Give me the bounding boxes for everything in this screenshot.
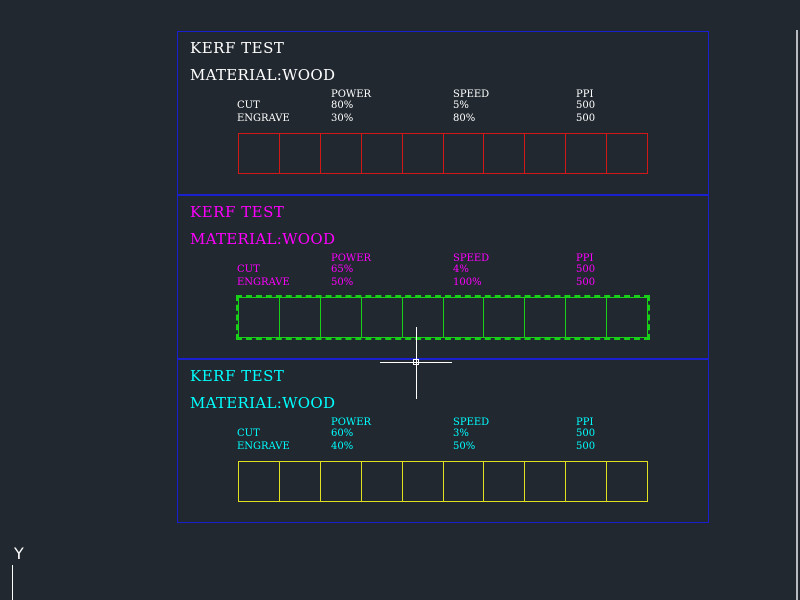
grid-cell	[403, 134, 444, 173]
grid-cell	[280, 298, 321, 337]
grid-cell	[484, 462, 526, 501]
cut-label[interactable]: CUT	[237, 100, 260, 111]
grid-cell	[362, 134, 403, 173]
ppi-header[interactable]: PPI	[576, 253, 594, 264]
kerf-test-panel-2[interactable]: KERF TEST MATERIAL:WOOD POWER SPEED PPI …	[177, 195, 709, 359]
grid-cell	[607, 462, 647, 501]
cut-label[interactable]: CUT	[237, 264, 260, 275]
cut-ppi[interactable]: 500	[576, 100, 596, 111]
ppi-header[interactable]: PPI	[576, 89, 594, 100]
speed-header[interactable]: SPEED	[453, 417, 490, 428]
speed-header[interactable]: SPEED	[453, 89, 490, 100]
grid-cell	[484, 134, 526, 173]
panel-title[interactable]: KERF TEST	[190, 367, 285, 385]
grid-cell	[280, 462, 321, 501]
grid-cell	[362, 462, 403, 501]
engrave-label[interactable]: ENGRAVE	[237, 277, 290, 288]
cut-power[interactable]: 60%	[331, 428, 354, 439]
cut-power[interactable]: 80%	[331, 100, 354, 111]
grid-cell	[444, 134, 485, 173]
cut-label[interactable]: CUT	[237, 428, 260, 439]
grid-cell	[239, 462, 280, 501]
kerf-grid[interactable]	[238, 461, 648, 502]
engrave-power[interactable]: 50%	[331, 277, 354, 288]
grid-cell	[362, 298, 403, 337]
grid-cell	[403, 298, 444, 337]
grid-cell	[280, 134, 321, 173]
grid-cell	[321, 134, 362, 173]
engrave-speed[interactable]: 50%	[453, 441, 476, 452]
engrave-ppi[interactable]: 500	[576, 113, 596, 124]
cut-power[interactable]: 65%	[331, 264, 354, 275]
ucs-y-axis-label: Y	[14, 544, 24, 563]
grid-cell	[607, 298, 647, 337]
panel-title[interactable]: KERF TEST	[190, 203, 285, 221]
ucs-icon	[12, 565, 13, 600]
grid-cell	[403, 462, 444, 501]
material-label[interactable]: MATERIAL:WOOD	[190, 394, 336, 412]
grid-cell	[566, 134, 608, 173]
kerf-grid-selected[interactable]	[236, 295, 650, 340]
engrave-label[interactable]: ENGRAVE	[237, 441, 290, 452]
crosshair-pickbox	[413, 359, 419, 365]
engrave-power[interactable]: 40%	[331, 441, 354, 452]
material-label[interactable]: MATERIAL:WOOD	[190, 230, 336, 248]
grid-cell	[444, 462, 485, 501]
grid-cell	[321, 298, 362, 337]
grid-cell	[525, 462, 567, 501]
crosshair-cursor-vertical	[416, 327, 417, 399]
grid-cell	[239, 134, 280, 173]
engrave-ppi[interactable]: 500	[576, 277, 596, 288]
panel-title[interactable]: KERF TEST	[190, 39, 285, 57]
cut-speed[interactable]: 5%	[453, 100, 469, 111]
kerf-test-panel-1[interactable]: KERF TEST MATERIAL:WOOD POWER SPEED PPI …	[177, 31, 709, 195]
power-header[interactable]: POWER	[331, 417, 372, 428]
power-header[interactable]: POWER	[331, 253, 372, 264]
grid-cell	[566, 298, 608, 337]
grid-cell	[525, 134, 567, 173]
grid-cell	[484, 298, 526, 337]
material-label[interactable]: MATERIAL:WOOD	[190, 66, 336, 84]
kerf-grid[interactable]	[238, 133, 648, 174]
cut-ppi[interactable]: 500	[576, 428, 596, 439]
grid-cell	[239, 298, 280, 337]
drawing-edge-line[interactable]	[796, 30, 798, 600]
grid-cell	[444, 298, 485, 337]
cut-speed[interactable]: 4%	[453, 264, 469, 275]
engrave-label[interactable]: ENGRAVE	[237, 113, 290, 124]
grid-cell	[566, 462, 608, 501]
power-header[interactable]: POWER	[331, 89, 372, 100]
engrave-speed[interactable]: 100%	[453, 277, 482, 288]
kerf-test-panel-3[interactable]: KERF TEST MATERIAL:WOOD POWER SPEED PPI …	[177, 359, 709, 523]
cut-speed[interactable]: 3%	[453, 428, 469, 439]
grid-cell	[525, 298, 567, 337]
ppi-header[interactable]: PPI	[576, 417, 594, 428]
engrave-speed[interactable]: 80%	[453, 113, 476, 124]
speed-header[interactable]: SPEED	[453, 253, 490, 264]
grid-cell	[607, 134, 647, 173]
engrave-power[interactable]: 30%	[331, 113, 354, 124]
cut-ppi[interactable]: 500	[576, 264, 596, 275]
grid-cell	[321, 462, 362, 501]
engrave-ppi[interactable]: 500	[576, 441, 596, 452]
